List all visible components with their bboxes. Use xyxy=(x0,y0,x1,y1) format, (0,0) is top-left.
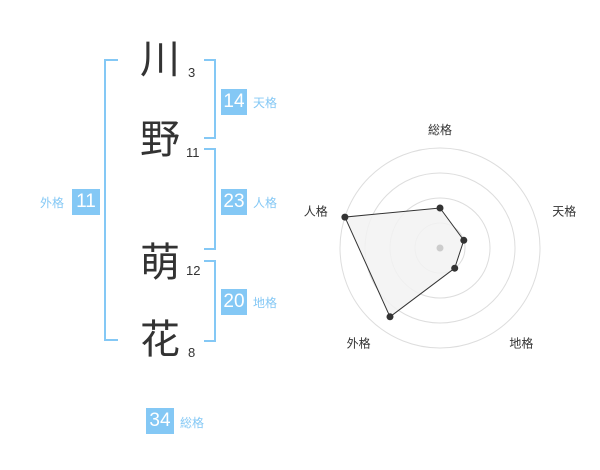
jinkaku-bracket xyxy=(204,148,216,250)
radar-point-2 xyxy=(460,236,468,244)
soukaku-label: 総格 xyxy=(180,416,205,430)
gaikaku-label: 外格 xyxy=(40,196,65,210)
stroke-count-1: 3 xyxy=(188,65,196,80)
stroke-count-2: 11 xyxy=(186,145,200,160)
stroke-count-4: 8 xyxy=(188,345,196,360)
chikaku-bracket xyxy=(204,260,216,342)
jinkaku-label: 人格 xyxy=(253,196,278,210)
tenkaku-badge: 14 xyxy=(221,89,247,115)
radar-series-area xyxy=(344,207,465,318)
radar-point-3 xyxy=(451,264,459,272)
radar-axis-label-2: 天格 xyxy=(552,204,576,219)
name-char-2: 野 xyxy=(140,117,180,163)
name-char-4: 花 xyxy=(140,317,180,363)
tenkaku-label: 天格 xyxy=(253,96,278,110)
radar-point-1 xyxy=(436,204,444,212)
name-char-3: 萌 xyxy=(140,240,180,286)
radar-axis-label-1: 総格 xyxy=(428,122,452,137)
radar-grid-ring xyxy=(339,147,541,349)
gaikaku-bracket xyxy=(104,59,118,341)
radar-point-5 xyxy=(341,213,349,221)
jinkaku-badge: 23 xyxy=(221,189,247,215)
tenkaku-bracket xyxy=(204,59,216,139)
gaikaku-badge: 11 xyxy=(72,189,100,215)
radar-center-dot xyxy=(436,244,444,252)
radar-point-4 xyxy=(386,313,394,321)
radar-axis-label-3: 地格 xyxy=(509,336,533,351)
soukaku-badge: 34 xyxy=(146,408,174,434)
radar-axis-label-5: 人格 xyxy=(304,204,328,219)
chikaku-label: 地格 xyxy=(253,296,278,310)
name-char-1: 川 xyxy=(140,37,180,83)
radar-axis-label-4: 外格 xyxy=(347,336,371,351)
stroke-count-3: 12 xyxy=(186,263,201,278)
chikaku-badge: 20 xyxy=(221,289,247,315)
